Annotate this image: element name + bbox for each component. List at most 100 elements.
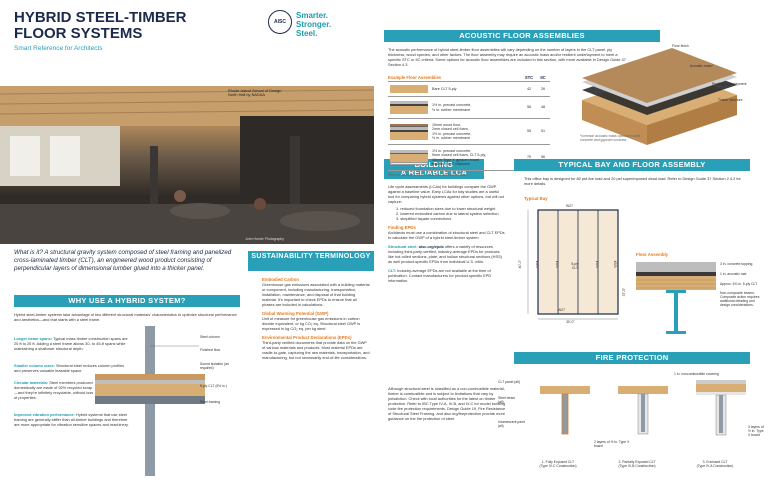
- row-desc: 10mm wood floor, 2mm closed cell foam, 1…: [430, 118, 522, 145]
- label-non-composite: Non-composite beams. Composite action re…: [720, 290, 760, 308]
- why-column-sizes: Smaller column sizes: Structural steel r…: [14, 363, 130, 373]
- row-swatch: [388, 118, 430, 145]
- steel-column-diagram: [95, 326, 205, 476]
- table-note: Refer to Tabeum (2019) for full floor as…: [388, 173, 469, 177]
- gwp-text: Unit of measure for greenhouse gas emiss…: [262, 316, 361, 331]
- acoustic-diagram-note: *common acoustic mass options include co…: [580, 134, 641, 143]
- floor-assemblies-table: Example Floor Assemblies STC IIC Bare CL…: [388, 75, 550, 177]
- circular-title: Circular materials:: [14, 380, 49, 385]
- fire-caption-2: 2. Partially Exposed CLT (Type IV-B Cons…: [618, 460, 656, 469]
- label-resilient-underlayment: Resilient underlayment: [712, 82, 747, 86]
- fire-label-steel-beam: Steel beam (all): [498, 396, 516, 405]
- label-floor-finish: Floor finish: [672, 44, 689, 48]
- row-stc: 55: [522, 118, 536, 145]
- label-steel-column: Steel column: [200, 335, 220, 339]
- clt-title: CLT:: [388, 268, 397, 273]
- column-sizes-title: Smaller column sizes:: [14, 363, 55, 368]
- fire-text: Although structural steel is classified …: [388, 386, 506, 421]
- floor-assembly-diagram: [636, 262, 716, 334]
- vibration-text: Hybrid systems that use steel framing ar…: [14, 412, 129, 427]
- clt-text: Industry-average EPDs are not available …: [388, 268, 492, 283]
- tagline: Smarter. Stronger. Steel.: [296, 11, 331, 38]
- table-header: Example Floor Assemblies STC IIC: [388, 75, 550, 81]
- fire-label-3-layers: 3 layers of ½ in. Type X board: [748, 425, 764, 438]
- col-iic: IIC: [540, 75, 546, 80]
- photo-illustration: [0, 86, 374, 244]
- longer-spans-title: Longer beam spans:: [14, 336, 53, 341]
- photo-credit: John Horner Photography: [245, 236, 284, 241]
- bottom-beam-label: W27: [558, 308, 565, 312]
- longer-spans-text: Typical mass timber construction spans a…: [14, 336, 128, 351]
- row-iic: 48: [536, 96, 550, 119]
- col-label-1: W24: [535, 260, 540, 268]
- structural-steel-para: Structural steel: aisc.org/epds offers a…: [388, 244, 506, 264]
- label-clt-approx: Approx. 6¾ in. 5-ply CLT: [720, 282, 758, 287]
- fire-caption-1: 1. Fully Exposed CLT (Type IV-C Construc…: [539, 460, 577, 469]
- fire-label-clt: CLT panel (all): [498, 380, 520, 384]
- row-swatch: [388, 81, 430, 97]
- row-stc: 56: [522, 96, 536, 119]
- col-stc: STC: [524, 75, 534, 80]
- finding-epds-title: Finding EPDs: [388, 225, 416, 230]
- row-swatch: [388, 96, 430, 119]
- table-row: 1½ in. precast concrete, ½ in. rubber me…: [388, 96, 550, 119]
- why-lead: Hybrid steel-timber systems take advanta…: [14, 312, 237, 322]
- acoustic-intro: The acoustic performance of hybrid steel…: [388, 47, 626, 67]
- title-block: HYBRID STEEL-TIMBER FLOOR SYSTEMS Smart …: [14, 9, 264, 53]
- typical-bay-intro: This office bay is designed for 80 psf l…: [524, 176, 741, 186]
- table-title: Example Floor Assemblies: [388, 75, 442, 80]
- finding-epds-text: Architects must use a combination of str…: [388, 230, 505, 240]
- why-longer-spans: Longer beam spans: Typical mass timber c…: [14, 336, 130, 351]
- label-concrete-topping: 3 in. concrete topping: [720, 262, 753, 266]
- label-steel-framing: Steel framing: [200, 400, 220, 404]
- row-desc: 1½ in. precast concrete, 9mm closed cell…: [430, 144, 522, 171]
- lca-item-2: 2. lowered embodied carbon due to latera…: [396, 211, 499, 216]
- lca-item-3: 3. simplified façade connections: [396, 216, 452, 221]
- row-stc: 42: [522, 81, 536, 97]
- side-dim-label: 37'-5": [622, 287, 627, 297]
- assemblies-table: Bare CLT 5-ply 42 26 1½ in. precast conc…: [388, 81, 550, 171]
- fire-protection-diagram: [540, 380, 746, 436]
- typical-bay-title: Typical Bay: [524, 196, 548, 201]
- typical-bay-diagram: [527, 209, 619, 320]
- logo-text: AISC: [274, 19, 286, 25]
- embodied-carbon-title: Embodied Carbon: [262, 277, 300, 282]
- col-label-2: W24: [555, 260, 560, 268]
- lca-item-3-text: simplified façade connections: [400, 216, 452, 221]
- epd-title: Environmental Product Declarations (EPDs…: [262, 335, 352, 340]
- column-sizes-text: Structural steel reduces column profiles…: [14, 363, 125, 373]
- floor-assembly-labels: 3 in. concrete topping 1 in. acoustic ma…: [720, 262, 760, 307]
- lca-item-2-text: lowered embodied carbon due to lateral s…: [400, 211, 499, 216]
- span-x-label: 30'-0": [566, 320, 575, 324]
- top-beam-label: W27: [566, 204, 573, 208]
- label-acoustic-mass: Acoustic mass*: [690, 64, 714, 68]
- lca-lead: Life cycle assessments (LCAs) for buildi…: [388, 184, 504, 204]
- clt-bay-label: 5-ply CLT: [571, 262, 579, 271]
- page-title-line2: FLOOR SYSTEMS: [14, 25, 143, 42]
- intro-text: What is it? A structural gravity system …: [14, 249, 232, 272]
- label-timber-structure: Timber structure: [718, 98, 743, 102]
- label-sound-isolation: Sound isolation (as required): [200, 362, 229, 371]
- lca-body: Life cycle assessments (LCAs) for buildi…: [388, 184, 506, 283]
- clt-para: CLT: Industry-average EPDs are not avail…: [388, 268, 506, 283]
- col-label-3: W24: [595, 260, 600, 268]
- row-desc: 1½ in. precast concrete, ½ in. rubber me…: [430, 96, 522, 119]
- row-desc: Bare CLT 5-ply: [430, 81, 522, 97]
- why-header: WHY USE A HYBRID SYSTEM?: [14, 295, 240, 307]
- sustainability-body: Embodied Carbon Greenhouse gas emissions…: [262, 277, 370, 360]
- epd-text: Third-party verified documents that prov…: [262, 340, 370, 360]
- floor-assembly-title: Floor Assembly: [636, 252, 669, 257]
- vibration-title: Improved vibration performance:: [14, 412, 75, 417]
- label-finished-floor: Finished floor: [200, 348, 221, 352]
- acoustic-header: ACOUSTIC FLOOR ASSEMBLIES: [384, 30, 660, 42]
- typical-bay-header: TYPICAL BAY AND FLOOR ASSEMBLY: [514, 159, 750, 171]
- fire-caption-3: 3. Enclosed CLT (Type IV-A Construction): [696, 460, 734, 469]
- fire-header: FIRE PROTECTION: [514, 352, 750, 364]
- aisc-epds-link[interactable]: aisc.org/epds: [418, 244, 444, 249]
- why-vibration: Improved vibration performance: Hybrid s…: [14, 412, 134, 427]
- tagline-3: Steel.: [296, 29, 318, 38]
- row-swatch: [388, 144, 430, 171]
- page-title-line1: HYBRID STEEL-TIMBER: [14, 9, 187, 26]
- lca-item-1: 1. reduced foundation sizes due to lower…: [396, 206, 496, 211]
- acoustic-floor-diagram: [582, 48, 737, 145]
